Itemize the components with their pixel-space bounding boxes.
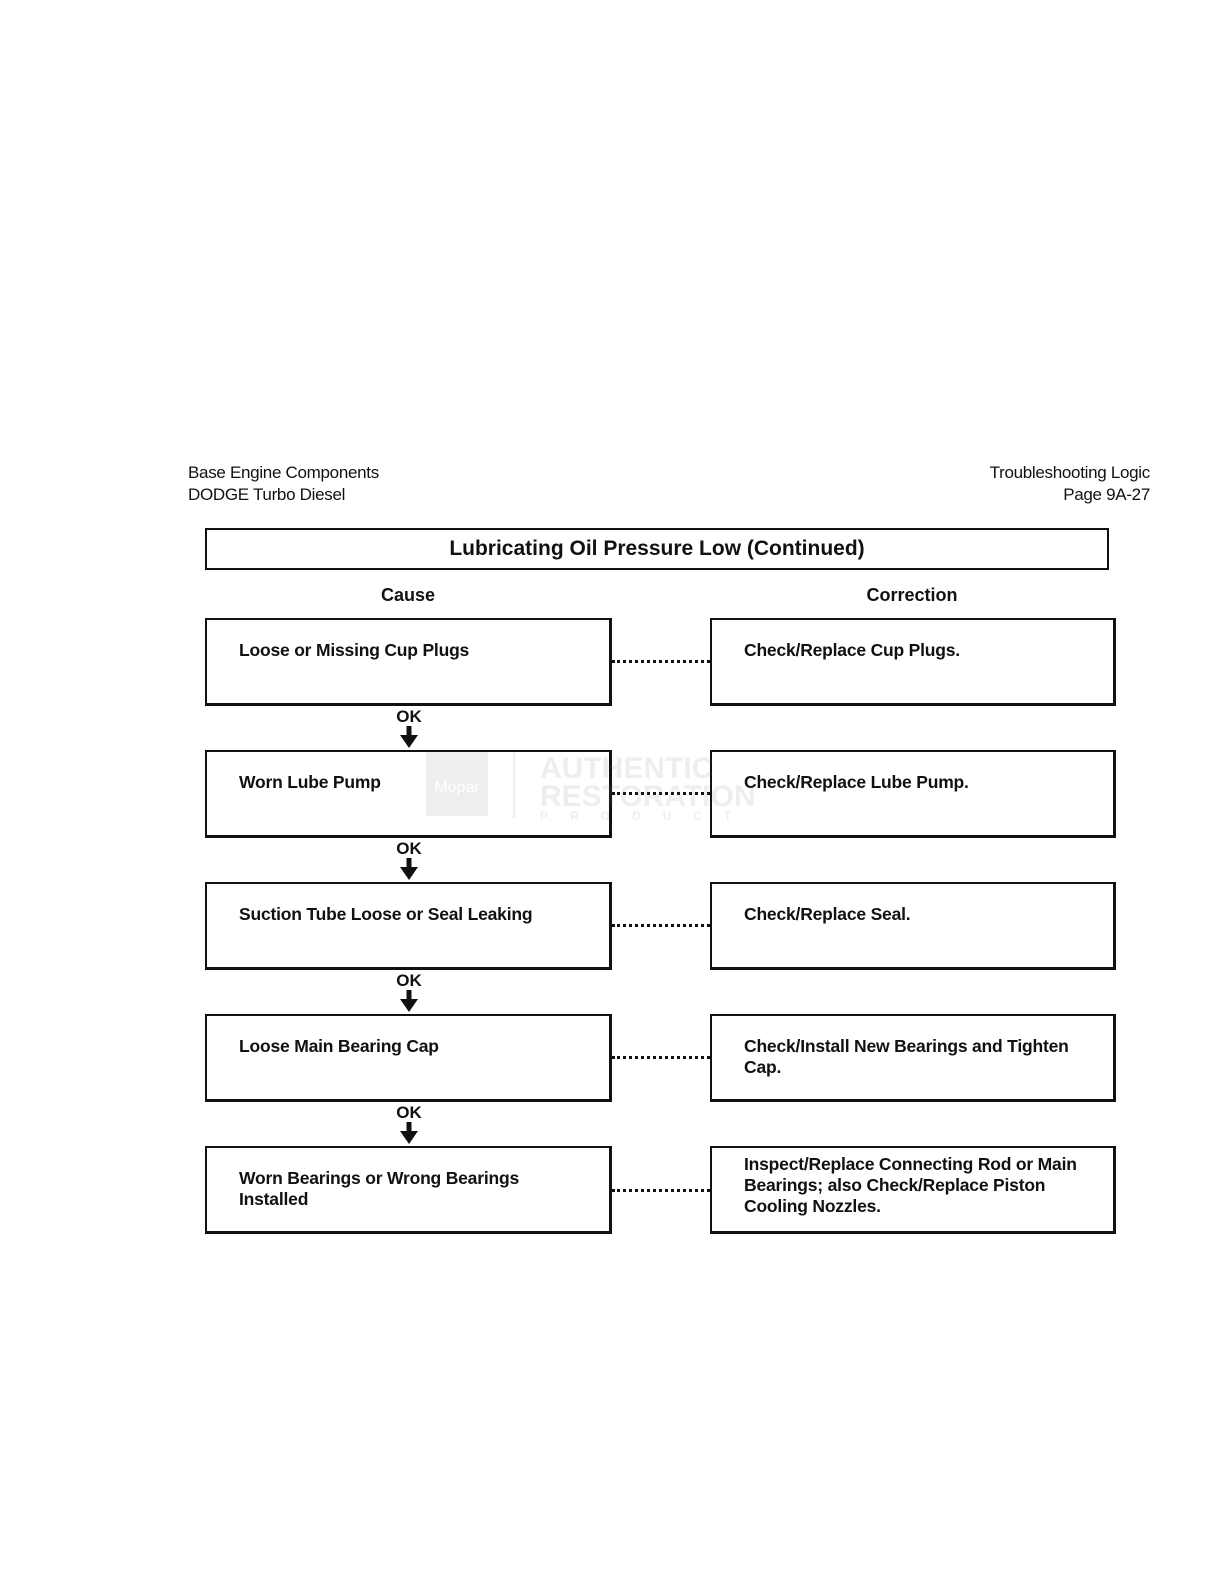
ok-label: OK xyxy=(396,971,422,990)
document-header-left: Base Engine Components DODGE Turbo Diese… xyxy=(188,462,379,506)
down-arrow-icon xyxy=(400,726,418,748)
flowchart-title-box: Lubricating Oil Pressure Low (Continued) xyxy=(205,528,1109,570)
cause-box: Worn Bearings or Wrong Bearings Installe… xyxy=(205,1146,612,1234)
correction-text: Check/Replace Seal. xyxy=(744,904,911,924)
correction-text: Check/Install New Bearings and Tighten C… xyxy=(744,1036,1069,1077)
dotted-connector xyxy=(612,1189,710,1192)
cause-text: Suction Tube Loose or Seal Leaking xyxy=(239,904,533,924)
cause-text: Loose or Missing Cup Plugs xyxy=(239,640,470,660)
cause-text: Loose Main Bearing Cap xyxy=(239,1036,439,1056)
correction-column-header: Correction xyxy=(866,585,958,605)
correction-box: Check/Install New Bearings and Tighten C… xyxy=(710,1014,1116,1102)
correction-text: Inspect/Replace Connecting Rod or Main B… xyxy=(744,1154,1077,1216)
ok-label: OK xyxy=(396,1103,422,1122)
dotted-connector xyxy=(612,1056,710,1059)
down-arrow-icon xyxy=(400,990,418,1012)
cause-box: Worn Lube Pump xyxy=(205,750,612,838)
dotted-connector xyxy=(612,792,710,795)
correction-text: Check/Replace Cup Plugs. xyxy=(744,640,960,660)
correction-text: Check/Replace Lube Pump. xyxy=(744,772,969,792)
dotted-connector xyxy=(612,924,710,927)
correction-box: Check/Replace Lube Pump. xyxy=(710,750,1116,838)
down-arrow-icon xyxy=(400,858,418,880)
cause-column-header: Cause xyxy=(380,585,436,605)
flowchart-title: Lubricating Oil Pressure Low (Continued) xyxy=(449,537,865,560)
ok-label: OK xyxy=(396,707,422,726)
correction-box: Check/Replace Cup Plugs. xyxy=(710,618,1116,706)
cause-box: Loose Main Bearing Cap xyxy=(205,1014,612,1102)
correction-box: Inspect/Replace Connecting Rod or Main B… xyxy=(710,1146,1116,1234)
cause-text: Worn Bearings or Wrong Bearings Installe… xyxy=(239,1168,519,1209)
cause-box: Loose or Missing Cup Plugs xyxy=(205,618,612,706)
chapter-name: Troubleshooting Logic xyxy=(989,463,1151,482)
ok-label: OK xyxy=(396,839,422,858)
down-arrow-icon xyxy=(400,1122,418,1144)
section-name: Base Engine Components xyxy=(188,463,379,482)
page-number: Page 9A-27 xyxy=(1063,485,1150,504)
document-header-right: Troubleshooting Logic Page 9A-27 xyxy=(989,462,1151,506)
cause-text: Worn Lube Pump xyxy=(239,772,381,792)
vehicle-name: DODGE Turbo Diesel xyxy=(188,485,346,504)
correction-box: Check/Replace Seal. xyxy=(710,882,1116,970)
cause-box: Suction Tube Loose or Seal Leaking xyxy=(205,882,612,970)
dotted-connector xyxy=(612,660,710,663)
